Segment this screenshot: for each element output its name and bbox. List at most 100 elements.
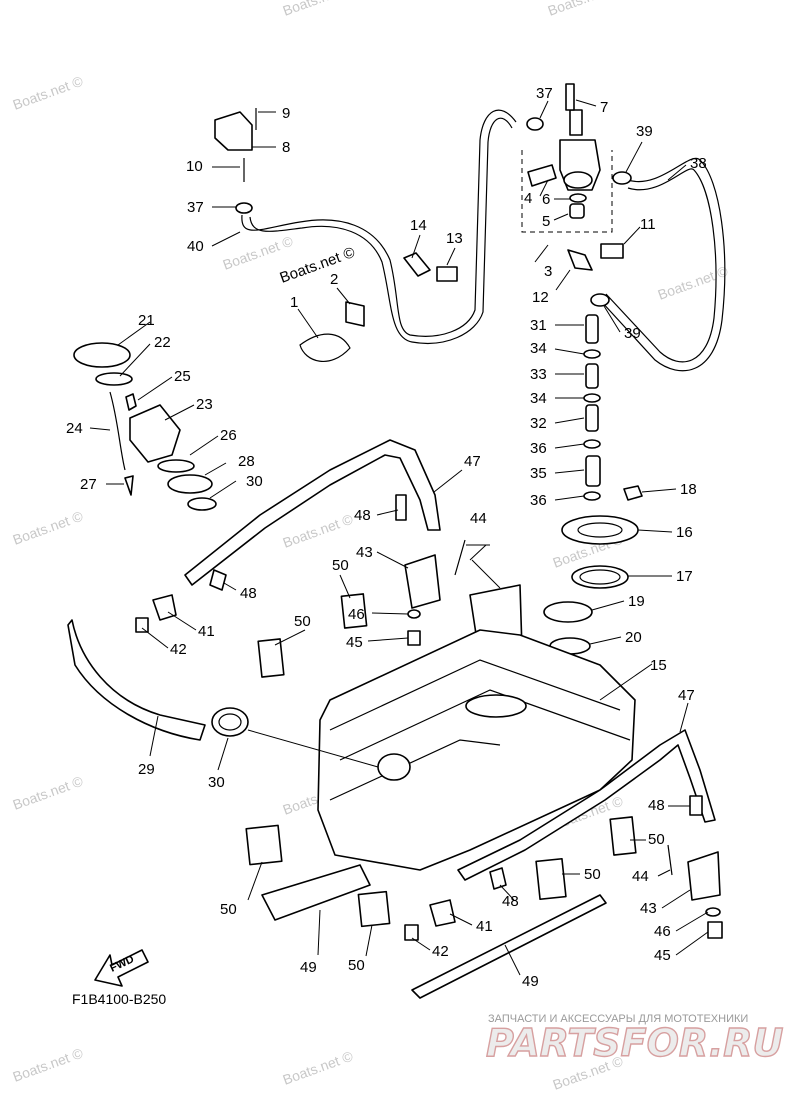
callout-25: 25 (174, 368, 191, 385)
callout-20: 20 (625, 629, 642, 646)
stay-43-upper (404, 554, 441, 609)
callout-39-b: 39 (624, 325, 641, 342)
bolt-48d (489, 867, 507, 890)
callout-18: 18 (680, 481, 697, 498)
callout-48-c: 48 (648, 797, 665, 814)
watermark: Boats.net © (281, 510, 356, 550)
callout-24: 24 (66, 420, 83, 437)
callout-47-a: 47 (464, 453, 481, 470)
callout-27: 27 (80, 476, 97, 493)
bolt-27 (124, 475, 134, 496)
callout-45-b: 45 (654, 947, 671, 964)
callout-15: 15 (650, 657, 667, 674)
callout-49-a: 49 (300, 959, 317, 976)
pad-50d (357, 890, 391, 928)
callout-41-a: 41 (198, 623, 215, 640)
clip-37a (235, 202, 253, 214)
filler-neck-23 (129, 404, 181, 463)
callout-44-a: 44 (470, 510, 487, 527)
pad-50b (257, 638, 285, 678)
diagram-code: F1B4100-B250 (72, 991, 166, 1007)
callout-50-b: 50 (294, 613, 311, 630)
tank-rib-3 (329, 739, 501, 801)
damper-11 (600, 243, 624, 259)
tank-opening (465, 694, 527, 718)
protector-49b (411, 894, 607, 999)
callout-34-b: 34 (530, 390, 547, 407)
pad-50c (245, 824, 283, 866)
fuel-hose-40-edge (249, 117, 513, 344)
watermark: Boats.net © (281, 1047, 356, 1087)
nut-28 (167, 474, 213, 494)
filter-element-5 (569, 203, 585, 219)
hose-35 (585, 455, 601, 487)
band-12 (567, 249, 593, 271)
filter-joint (569, 109, 583, 136)
nut-45-upper (407, 630, 421, 646)
callout-10: 10 (186, 158, 203, 175)
callout-50-c: 50 (648, 831, 665, 848)
callout-47-b: 47 (678, 687, 695, 704)
callout-13: 13 (446, 230, 463, 247)
callout-50-a: 50 (332, 557, 349, 574)
callout-32: 32 (530, 415, 547, 432)
callout-2: 2 (330, 271, 338, 288)
callouts: 1 2 3 4 5 6 7 8 9 10 11 12 13 14 15 16 1… (66, 85, 707, 990)
fuel-hose-40 (241, 109, 517, 337)
callout-45-a: 45 (346, 634, 363, 651)
callout-22: 22 (154, 334, 171, 351)
callout-34-a: 34 (530, 340, 547, 357)
clip-39a (612, 171, 632, 185)
plate-hole (577, 522, 623, 538)
callout-28: 28 (238, 453, 255, 470)
clamp-30b-inner (218, 713, 242, 731)
o-ring-6 (569, 193, 587, 203)
clip-37b (526, 117, 544, 131)
watermark: Boats.net © (11, 1044, 86, 1084)
callout-11: 11 (640, 216, 656, 233)
chain-24 (109, 391, 126, 471)
strap-47-upper (184, 439, 441, 586)
fuel-pump-plate-16 (561, 515, 639, 545)
band-14 (403, 252, 431, 277)
fuel-hose-38 (599, 157, 726, 372)
callout-36-a: 36 (530, 440, 547, 457)
clip-34b (583, 393, 601, 403)
callout-6: 6 (542, 191, 550, 208)
joint-32 (585, 404, 599, 432)
pad-50e (535, 857, 567, 901)
gasket-26 (157, 459, 195, 473)
watermark: Boats.net © (11, 772, 86, 812)
strap-47-lower (457, 729, 716, 881)
callout-48-a: 48 (354, 507, 371, 524)
filter-bracket-4 (527, 164, 557, 187)
nut-45-lower (707, 921, 723, 939)
callout-9: 9 (282, 105, 290, 122)
clip-34a (583, 349, 601, 359)
callout-43-b: 43 (640, 900, 657, 917)
fuel-hose-38-edge (605, 168, 717, 363)
callout-50-e: 50 (220, 901, 237, 918)
callout-50-d: 50 (584, 866, 601, 883)
callout-35: 35 (530, 465, 547, 482)
filler-cap-21 (73, 342, 131, 368)
bolt-44-lower (667, 844, 673, 876)
bolt-48a (395, 494, 407, 521)
forward-arrow: FWD (94, 949, 149, 987)
watermark: Boats.net © (11, 507, 86, 547)
callout-7: 7 (600, 99, 608, 116)
callout-12: 12 (532, 289, 549, 306)
callout-49-b: 49 (522, 973, 539, 990)
inline-watermark: Boats.net © (278, 244, 358, 287)
watermark: Boats.net © (281, 0, 356, 19)
callout-3: 3 (544, 263, 552, 280)
rubber-41-lower (429, 899, 456, 927)
callout-23: 23 (196, 396, 213, 413)
callout-17: 17 (676, 568, 693, 585)
gasket-17-inner (579, 569, 621, 585)
callout-41-b: 41 (476, 918, 493, 935)
watermark: Boats.net © (656, 262, 731, 302)
watermark: Boats.net © (546, 0, 621, 19)
nipple-7 (565, 83, 575, 111)
callout-26: 26 (220, 427, 237, 444)
